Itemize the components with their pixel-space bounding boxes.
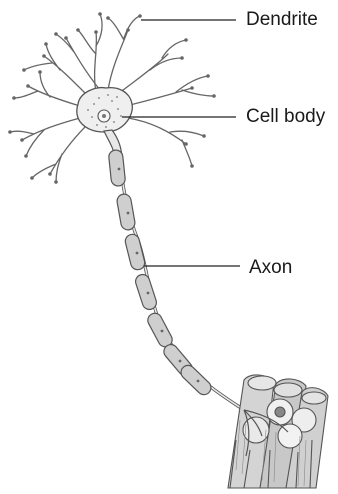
dendrite-tip	[184, 142, 188, 146]
dendrite-branch	[14, 72, 80, 106]
dendrite-branch	[126, 76, 214, 106]
dendrite-tip	[12, 96, 16, 100]
dendrite-tip	[54, 32, 58, 36]
nucleolus	[102, 114, 106, 118]
dendrite-branch	[128, 118, 204, 166]
dendrite-tip	[38, 70, 42, 74]
dendrite-tip	[180, 56, 184, 60]
muscle-fibers	[228, 375, 328, 488]
myelin-segment	[116, 193, 136, 231]
schwann-nucleus	[136, 252, 139, 255]
dendrite-tip	[138, 14, 142, 18]
schwann-nucleus	[118, 168, 121, 171]
myelin-segment	[145, 311, 174, 349]
dendrite-tip	[8, 130, 12, 134]
dendrite-tip	[42, 54, 46, 58]
schwann-nucleus	[197, 380, 200, 383]
cell-body-label: Cell body	[246, 107, 325, 126]
dendrite-tip	[76, 28, 80, 32]
dendrite-tip	[26, 84, 30, 88]
dendrite-branch	[78, 14, 102, 92]
dendrite-branch	[56, 34, 100, 90]
dendrite-tip	[64, 36, 68, 40]
dendrite-tip	[48, 172, 52, 176]
dendrite-tip	[106, 16, 110, 20]
dendrite-branch	[108, 16, 140, 90]
dendrite-tip	[190, 86, 194, 90]
myelin-segment	[108, 149, 126, 186]
dendrite-tip	[126, 28, 130, 32]
dendrite-tip	[20, 138, 24, 142]
dendrite-tip	[22, 68, 26, 72]
schwann-nucleus	[127, 212, 130, 215]
dendrite-branch	[10, 118, 80, 156]
dendrite-tip	[44, 42, 48, 46]
dendrite-tip	[94, 30, 98, 34]
dendrite-tip	[98, 12, 102, 16]
dendrite-branch	[118, 40, 186, 94]
dendrite-tip	[24, 154, 28, 158]
dendrite-tip	[212, 94, 216, 98]
schwann-nucleus	[161, 330, 164, 333]
schwann-nucleus	[147, 292, 150, 295]
myelin-segment	[178, 362, 214, 397]
axon-label: Axon	[249, 258, 292, 277]
dendrite-tip	[206, 74, 210, 78]
dendrite-tip	[30, 176, 34, 180]
dendrite-branch	[24, 44, 86, 94]
dendrite-label: Dendrite	[246, 10, 318, 29]
dendrite-tip	[54, 180, 58, 184]
myelin-segment	[124, 233, 146, 271]
myelin-segment	[134, 273, 158, 312]
dendrite-tip	[202, 134, 206, 138]
dendrite-tip	[190, 164, 194, 168]
dendrite-tip	[184, 38, 188, 42]
schwann-nucleus	[179, 360, 182, 363]
